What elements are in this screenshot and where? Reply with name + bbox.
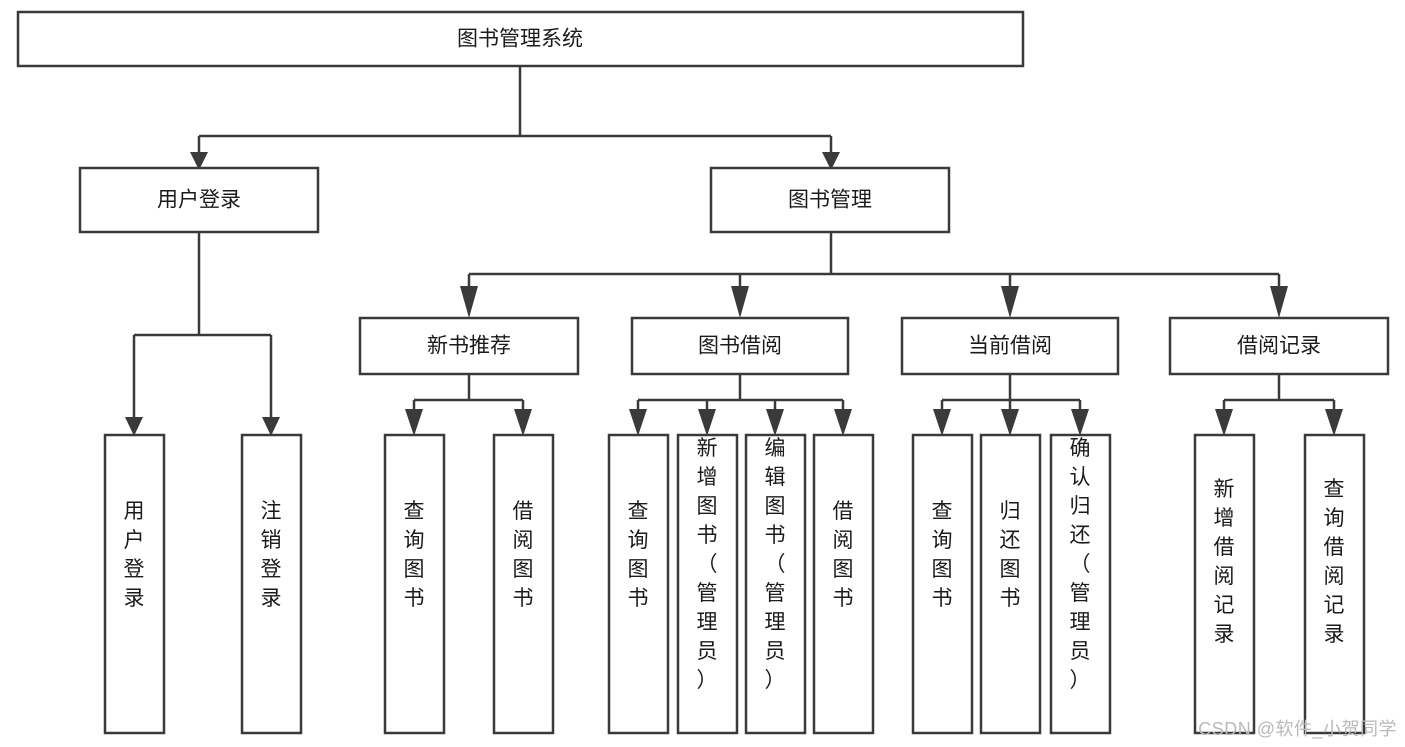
arrow-borrow-leaf-3 bbox=[766, 409, 784, 436]
leaf-new-book-borrow-label: 借阅图书 bbox=[513, 500, 534, 610]
node-current-borrow-label: 当前借阅 bbox=[968, 335, 1052, 358]
leaf-borrow-query-book[interactable]: 查询图书 bbox=[607, 433, 670, 735]
leaf-current-return-book-label: 归还图书 bbox=[1000, 500, 1021, 610]
node-current-borrow[interactable]: 当前借阅 bbox=[900, 316, 1120, 376]
leaf-new-book-query[interactable]: 查询图书 bbox=[383, 433, 446, 735]
node-book-management-box[interactable] bbox=[709, 166, 951, 234]
leaf-current-query-book-box[interactable] bbox=[911, 433, 974, 735]
leaf-user-login-login-label: 用户登录 bbox=[124, 500, 145, 610]
leaf-current-confirm-return-box[interactable] bbox=[1049, 433, 1112, 735]
node-current-borrow-box[interactable] bbox=[900, 316, 1120, 376]
leaf-current-query-book-label: 查询图书 bbox=[932, 500, 953, 610]
arrow-newbook-leaf-1 bbox=[405, 409, 423, 436]
arrow-root-to-user-login bbox=[190, 152, 208, 170]
node-book-borrow[interactable]: 图书借阅 bbox=[630, 316, 850, 376]
leaf-current-return-book[interactable]: 归还图书 bbox=[979, 433, 1042, 735]
arrow-borrow-leaf-1 bbox=[629, 409, 647, 436]
node-root-label: 图书管理系统 bbox=[457, 28, 583, 51]
node-book-management[interactable]: 图书管理 bbox=[709, 166, 951, 234]
arrow-userlogin-leaf-2 bbox=[262, 417, 280, 436]
leaf-record-add[interactable]: 新增借阅记录 bbox=[1193, 433, 1256, 735]
leaf-borrow-query-book-box[interactable] bbox=[607, 433, 670, 735]
node-book-management-label: 图书管理 bbox=[788, 189, 872, 212]
arrow-root-to-book-mgmt bbox=[822, 152, 840, 170]
node-borrow-record-label: 借阅记录 bbox=[1237, 335, 1321, 358]
leaf-user-login-logout-box[interactable] bbox=[240, 433, 303, 735]
leaf-user-login-login-box[interactable] bbox=[103, 433, 166, 735]
node-user-login-label: 用户登录 bbox=[157, 189, 241, 212]
node-borrow-record[interactable]: 借阅记录 bbox=[1168, 316, 1390, 376]
leaf-user-login-login[interactable]: 用户登录 bbox=[103, 433, 166, 735]
arrow-borrow-leaf-4 bbox=[834, 409, 852, 436]
leaf-borrow-add-book[interactable]: 新增图书（管理员） bbox=[676, 433, 739, 735]
leaf-user-login-logout[interactable]: 注销登录 bbox=[240, 433, 303, 735]
arrow-bookmgmt-to-record bbox=[1270, 286, 1288, 318]
node-book-borrow-label: 图书借阅 bbox=[698, 335, 782, 358]
leaf-new-book-query-label: 查询图书 bbox=[404, 500, 425, 610]
leaf-borrow-borrow-book-box[interactable] bbox=[812, 433, 875, 735]
node-root-box[interactable] bbox=[16, 10, 1025, 68]
leaf-borrow-add-book-label: 新增图书（管理员） bbox=[697, 437, 718, 692]
arrow-current-leaf-3 bbox=[1071, 409, 1089, 436]
leaf-borrow-borrow-book[interactable]: 借阅图书 bbox=[812, 433, 875, 735]
arrow-userlogin-leaf-1 bbox=[125, 417, 143, 436]
leaf-record-add-label: 新增借阅记录 bbox=[1214, 478, 1235, 646]
leaf-borrow-edit-book[interactable]: 编辑图书（管理员） bbox=[744, 433, 807, 735]
connectors-group bbox=[125, 66, 1343, 436]
arrow-current-leaf-2 bbox=[1001, 409, 1019, 436]
leaf-borrow-add-book-box[interactable] bbox=[676, 433, 739, 735]
arrow-bookmgmt-to-current bbox=[1001, 286, 1019, 318]
node-borrow-record-box[interactable] bbox=[1168, 316, 1390, 376]
leaf-new-book-query-box[interactable] bbox=[383, 433, 446, 735]
leaf-record-add-box[interactable] bbox=[1193, 433, 1256, 735]
leaf-borrow-query-book-label: 查询图书 bbox=[628, 500, 649, 610]
leaf-current-confirm-return-label: 确认归还（管理员） bbox=[1070, 437, 1091, 692]
arrow-bookmgmt-to-new-book bbox=[460, 286, 478, 318]
arrow-newbook-leaf-2 bbox=[514, 409, 532, 436]
csdn-watermark: CSDN @软件_小贺同学 bbox=[1198, 719, 1397, 739]
node-new-book-recommend-label: 新书推荐 bbox=[427, 335, 511, 358]
leaf-borrow-edit-book-label: 编辑图书（管理员） bbox=[765, 437, 786, 692]
arrow-record-leaf-2 bbox=[1325, 409, 1343, 436]
node-new-book-recommend-box[interactable] bbox=[358, 316, 580, 376]
arrow-record-leaf-1 bbox=[1215, 409, 1233, 436]
leaf-record-query-box[interactable] bbox=[1303, 433, 1366, 735]
leaf-new-book-borrow[interactable]: 借阅图书 bbox=[492, 433, 555, 735]
node-book-borrow-box[interactable] bbox=[630, 316, 850, 376]
leaf-record-query-label: 查询借阅记录 bbox=[1324, 478, 1345, 646]
node-root[interactable]: 图书管理系统 bbox=[16, 10, 1025, 68]
leaf-current-return-book-box[interactable] bbox=[979, 433, 1042, 735]
leaf-new-book-borrow-box[interactable] bbox=[492, 433, 555, 735]
leaf-record-query[interactable]: 查询借阅记录 bbox=[1303, 433, 1366, 735]
leaf-current-query-book[interactable]: 查询图书 bbox=[911, 433, 974, 735]
arrow-bookmgmt-to-borrow bbox=[731, 286, 749, 318]
arrow-current-leaf-1 bbox=[933, 409, 951, 436]
node-user-login[interactable]: 用户登录 bbox=[78, 166, 320, 234]
leaf-current-confirm-return[interactable]: 确认归还（管理员） bbox=[1049, 433, 1112, 735]
node-user-login-box[interactable] bbox=[78, 166, 320, 234]
arrow-borrow-leaf-2 bbox=[698, 409, 716, 436]
leaf-borrow-edit-book-box[interactable] bbox=[744, 433, 807, 735]
node-new-book-recommend[interactable]: 新书推荐 bbox=[358, 316, 580, 376]
leaf-borrow-borrow-book-label: 借阅图书 bbox=[833, 500, 854, 610]
leaf-user-login-logout-label: 注销登录 bbox=[261, 500, 282, 610]
